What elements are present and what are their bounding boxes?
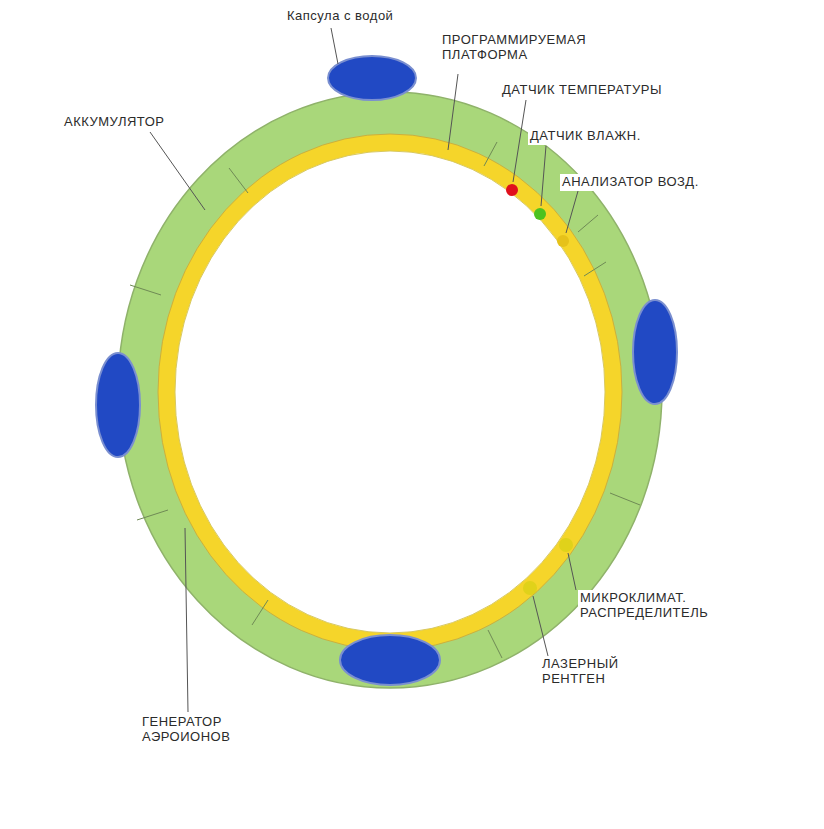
leader-lines	[150, 28, 578, 712]
ring-interior	[175, 151, 605, 633]
air-analyzer	[557, 235, 569, 247]
temperature-sensor	[506, 184, 518, 196]
part-label: ДАТЧИК ТЕМПЕРАТУРЫ	[500, 82, 664, 99]
platform-band	[158, 134, 622, 650]
part-label: АККУМУЛЯТОР	[62, 114, 166, 131]
part-label: АНАЛИЗАТОР ВОЗД.	[560, 174, 701, 191]
part-label: ПРОГРАММИРУЕМАЯ ПЛАТФОРМА	[440, 32, 604, 64]
humidity-sensor	[534, 208, 546, 220]
part-label: Капсула с водой	[285, 8, 395, 25]
segment-dividers	[130, 142, 640, 658]
part-label: ЛАЗЕРНЫЙ РЕНТГЕН	[540, 656, 654, 688]
microclimate-distributor	[559, 538, 573, 552]
part-label: ДАТЧИК ВЛАЖН.	[528, 128, 643, 145]
part-label: ГЕНЕРАТОР АЭРОИОНОВ	[140, 714, 274, 746]
laser-xray	[523, 581, 537, 595]
part-label: МИКРОКЛИМАТ. РАСПРЕДЕЛИТЕЛЬ	[578, 590, 712, 622]
